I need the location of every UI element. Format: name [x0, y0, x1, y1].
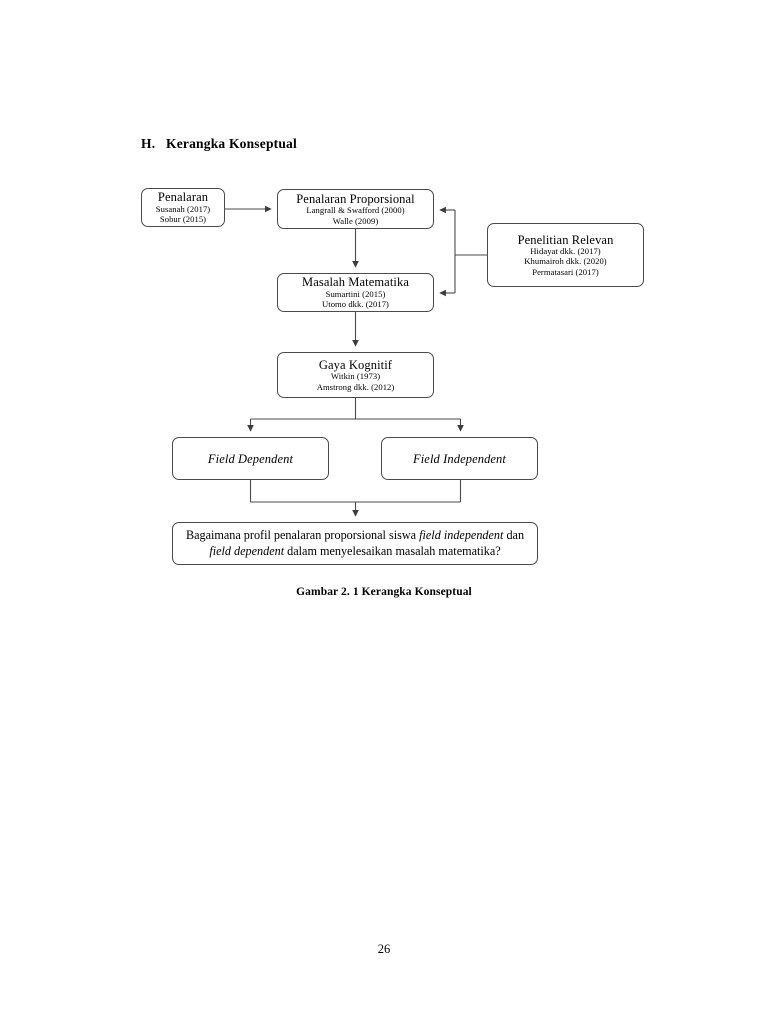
node-gaya-kognitif-title: Gaya Kognitif [318, 357, 393, 372]
section-heading-text: Kerangka Konseptual [166, 136, 297, 151]
diagram-connectors [225, 205, 487, 517]
question-line1-italic: field independent [419, 527, 504, 542]
node-masalah-matematika-ref-1: Sumartini (2015) [325, 288, 386, 299]
node-gaya-kognitif-ref-1: Witkin (1973) [330, 371, 381, 382]
node-penalaran-proporsional-ref-1: Langrall & Swafford (2000) [306, 205, 405, 216]
node-research-question[interactable]: Bagaimana profil penalaran proporsional … [172, 522, 538, 565]
node-penelitian-relevan[interactable]: Penelitian Relevan Hidayat dkk. (2017) K… [487, 223, 644, 287]
node-masalah-matematika-ref-2: Utomo dkk. (2017) [322, 299, 389, 309]
node-penelitian-relevan-ref-2: Khumairoh dkk. (2020) [524, 256, 607, 267]
node-field-dependent-title: Field Dependent [207, 451, 294, 466]
node-gaya-kognitif[interactable]: Gaya Kognitif Witkin (1973) Amstrong dkk… [277, 352, 434, 398]
node-gaya-kognitif-ref-2: Amstrong dkk. (2012) [316, 381, 395, 392]
node-penalaran-proporsional[interactable]: Penalaran Proporsional Langrall & Swaffo… [277, 189, 434, 229]
page-number: 26 [377, 942, 391, 956]
node-masalah-matematika[interactable]: Masalah Matematika Sumartini (2015) Utom… [277, 273, 434, 312]
node-penalaran-proporsional-title: Penalaran Proporsional [296, 191, 415, 206]
question-line2-italic: field dependent [209, 543, 285, 558]
node-field-independent[interactable]: Field Independent [381, 437, 538, 480]
node-penelitian-relevan-ref-1: Hidayat dkk. (2017) [530, 246, 601, 257]
question-line2-a: dan [506, 527, 525, 542]
node-research-question-text: Bagaimana profil penalaran proporsional … [183, 528, 527, 560]
question-line1-a: Bagaimana profil penalaran proporsional … [185, 527, 420, 542]
node-penalaran[interactable]: Penalaran Susanah (2017) Sobur (2015) [141, 188, 225, 227]
conceptual-framework-diagram: Penalaran Susanah (2017) Sobur (2015) Pe… [141, 188, 644, 565]
node-penalaran-ref-2: Sobur (2015) [159, 214, 207, 224]
section-heading: H. Kerangka Konseptual [141, 136, 297, 152]
figure-caption: Gambar 2. 1 Kerangka Konseptual [296, 586, 472, 598]
section-heading-label: H. [141, 136, 156, 151]
node-masalah-matematika-title: Masalah Matematika [302, 275, 409, 290]
node-penelitian-relevan-title: Penelitian Relevan [517, 232, 614, 247]
node-penalaran-proporsional-ref-2: Walle (2009) [332, 215, 379, 226]
node-field-independent-title: Field Independent [413, 451, 506, 466]
node-penalaran-ref-1: Susanah (2017) [155, 203, 211, 214]
node-field-dependent[interactable]: Field Dependent [172, 437, 329, 480]
question-line2-b: dalam menyelesaikan masalah matematika? [284, 543, 501, 558]
node-penelitian-relevan-ref-3: Permatasari (2017) [532, 266, 599, 277]
node-penalaran-title: Penalaran [157, 190, 209, 205]
